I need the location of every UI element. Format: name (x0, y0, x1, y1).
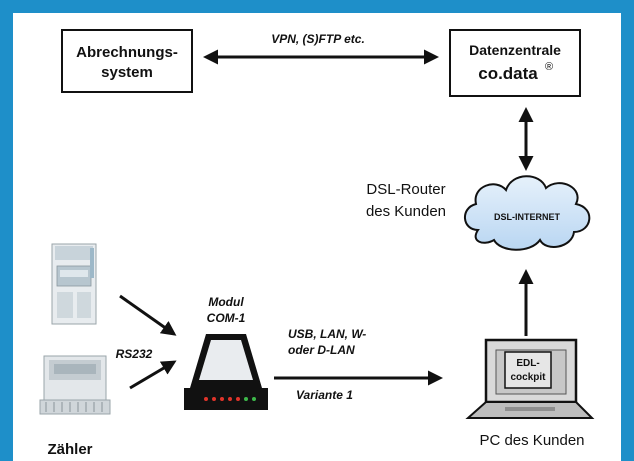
connection-label-2: oder D-LAN (288, 343, 355, 357)
billing-system-label-2: system (101, 64, 153, 81)
cloud-label: DSL-INTERNET (494, 212, 560, 222)
module-label-2: COM-1 (207, 311, 246, 325)
rs232-label: RS232 (116, 347, 153, 361)
dsl-internet-cloud: DSL-INTERNET (464, 175, 591, 251)
router-label-2: des Kunden (366, 203, 446, 220)
laptop-pc: EDL- cockpit (465, 338, 595, 419)
top-link-label: VPN, (S)FTP etc. (271, 32, 365, 46)
billing-system-box: Abrechnungs- system (61, 29, 193, 93)
meter-device-bottom (39, 355, 111, 415)
screen-label-1: EDL- (516, 358, 539, 369)
module-label-1: Modul (208, 295, 244, 309)
meter-top-arrow (119, 294, 177, 336)
meter-label: Zähler (47, 441, 92, 458)
datacenter-box: Datenzentrale co.data ® (449, 29, 581, 97)
screen-label-2: cockpit (510, 372, 546, 383)
meter-device-top (51, 243, 97, 325)
meter-bottom-arrow (129, 360, 177, 390)
module-device (184, 334, 268, 410)
connection-label-1: USB, LAN, W- (288, 327, 366, 341)
datacenter-label-2: co.data (478, 64, 538, 83)
variant-label: Variante 1 (296, 388, 353, 402)
diagram-svg: Abrechnungs- system Datenzentrale co.dat… (39, 29, 595, 458)
billing-system-label-1: Abrechnungs- (76, 44, 178, 61)
datacenter-label-1: Datenzentrale (469, 42, 561, 58)
pc-label: PC des Kunden (479, 432, 584, 449)
diagram-canvas: Abrechnungs- system Datenzentrale co.dat… (13, 13, 621, 461)
registered-mark: ® (545, 61, 553, 73)
router-label-1: DSL-Router (366, 181, 445, 198)
